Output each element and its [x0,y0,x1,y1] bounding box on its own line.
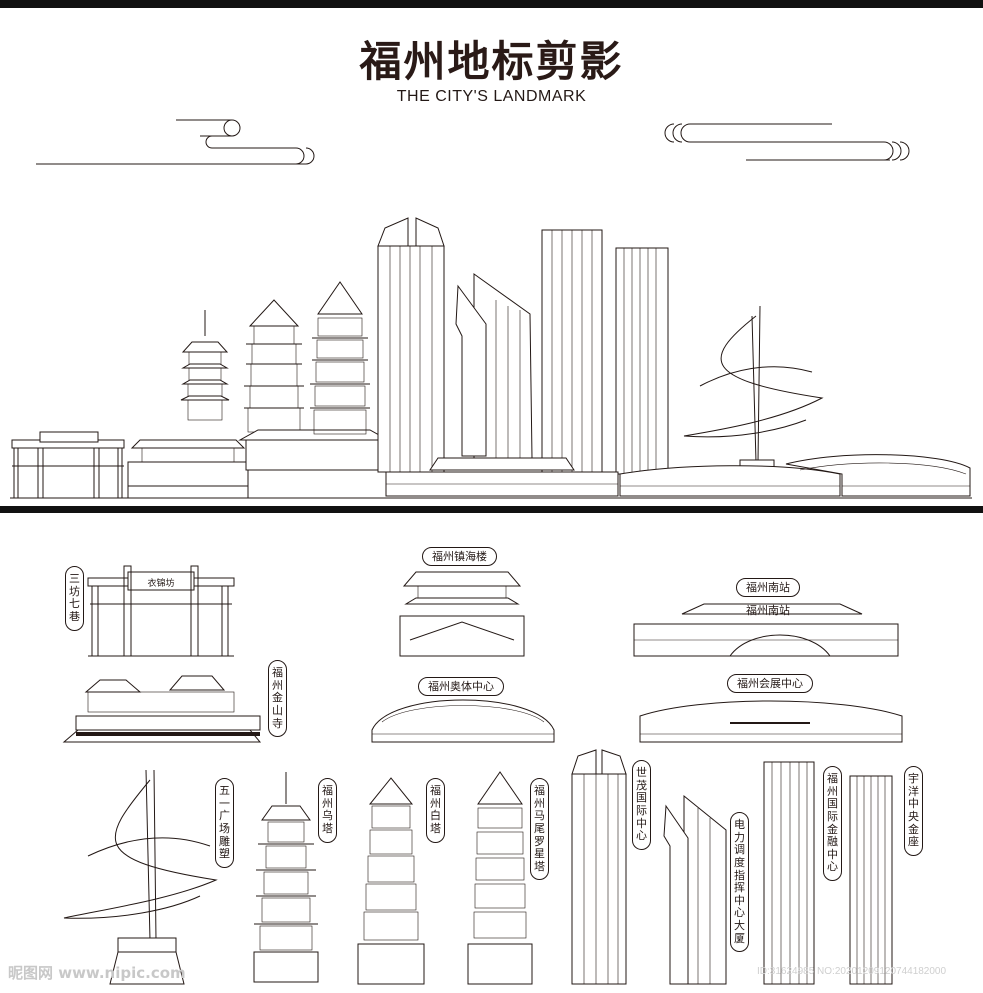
zhenhai-tower-illustration [399,571,525,657]
skyline-sanfang-gate [11,431,125,499]
shimao-tower-illustration [571,749,627,985]
photo-id-text: ID:31624985 NO:20201209120744182000 [757,966,947,977]
skyline-shimao-tower [377,217,445,473]
sports-center-illustration [371,699,555,743]
gate-plaque-text: 衣锦坊 [147,577,174,589]
skyline-bai-pagoda [238,299,390,471]
power-dispatch-tower-illustration [663,794,727,985]
label-shimao: 世茂国际中心 [632,760,651,850]
luoxing-pagoda-illustration [467,771,533,985]
label-wuyi-sculpture: 五一广场雕塑 [215,778,234,868]
skyline-south-station [385,457,619,497]
site-watermark: 昵图网 www.nipic.com [8,964,186,982]
label-wu-pagoda: 福州乌塔 [318,778,337,843]
skyline-power-dispatch-tower [455,273,533,459]
label-bai-pagoda: 福州白塔 [426,778,445,843]
station-sign-text: 福州南站 [746,603,790,617]
expo-center-illustration [639,700,903,743]
poster-subtitle: THE CITY'S LANDMARK [396,88,587,105]
label-expo-center: 福州会展中心 [727,674,813,693]
ifc-tower-illustration [763,761,815,985]
cloud-left [36,119,315,165]
label-zhenhai: 福州镇海楼 [422,547,497,566]
skyline-luoxing-pagoda [310,281,370,435]
label-sports-center: 福州奥体中心 [418,677,504,696]
skyline-sports-center [785,454,971,497]
wu-pagoda-illustration [253,772,319,983]
label-ifc: 福州国际金融中心 [823,766,842,882]
south-station-illustration [633,603,899,657]
label-south-station: 福州南站 [736,578,800,597]
skyline-yuyang-tower [615,247,669,475]
yuyang-tower-illustration [849,775,893,985]
bai-pagoda-illustration [357,777,425,985]
middle-divider-bar [0,506,983,513]
label-jinshan: 福州金山寺 [268,660,287,738]
gate-illustration [87,565,235,657]
top-border-bar [0,0,983,8]
label-luoxing-pagoda: 福州马尾罗星塔 [530,778,549,881]
skyline-wu-pagoda [180,310,230,421]
label-yuyang: 宇洋中央金座 [904,766,923,856]
label-sanfang: 三坊七巷 [65,566,84,631]
poster-title: 福州地标剪影 [359,37,624,86]
wuyi-sculpture-illustration [63,769,218,985]
label-power-dispatch: 电力调度指挥中心大厦 [730,812,749,953]
cloud-right [664,123,910,161]
skyline-jinshan-temple [127,439,249,499]
jinshan-temple-illustration [62,675,262,743]
